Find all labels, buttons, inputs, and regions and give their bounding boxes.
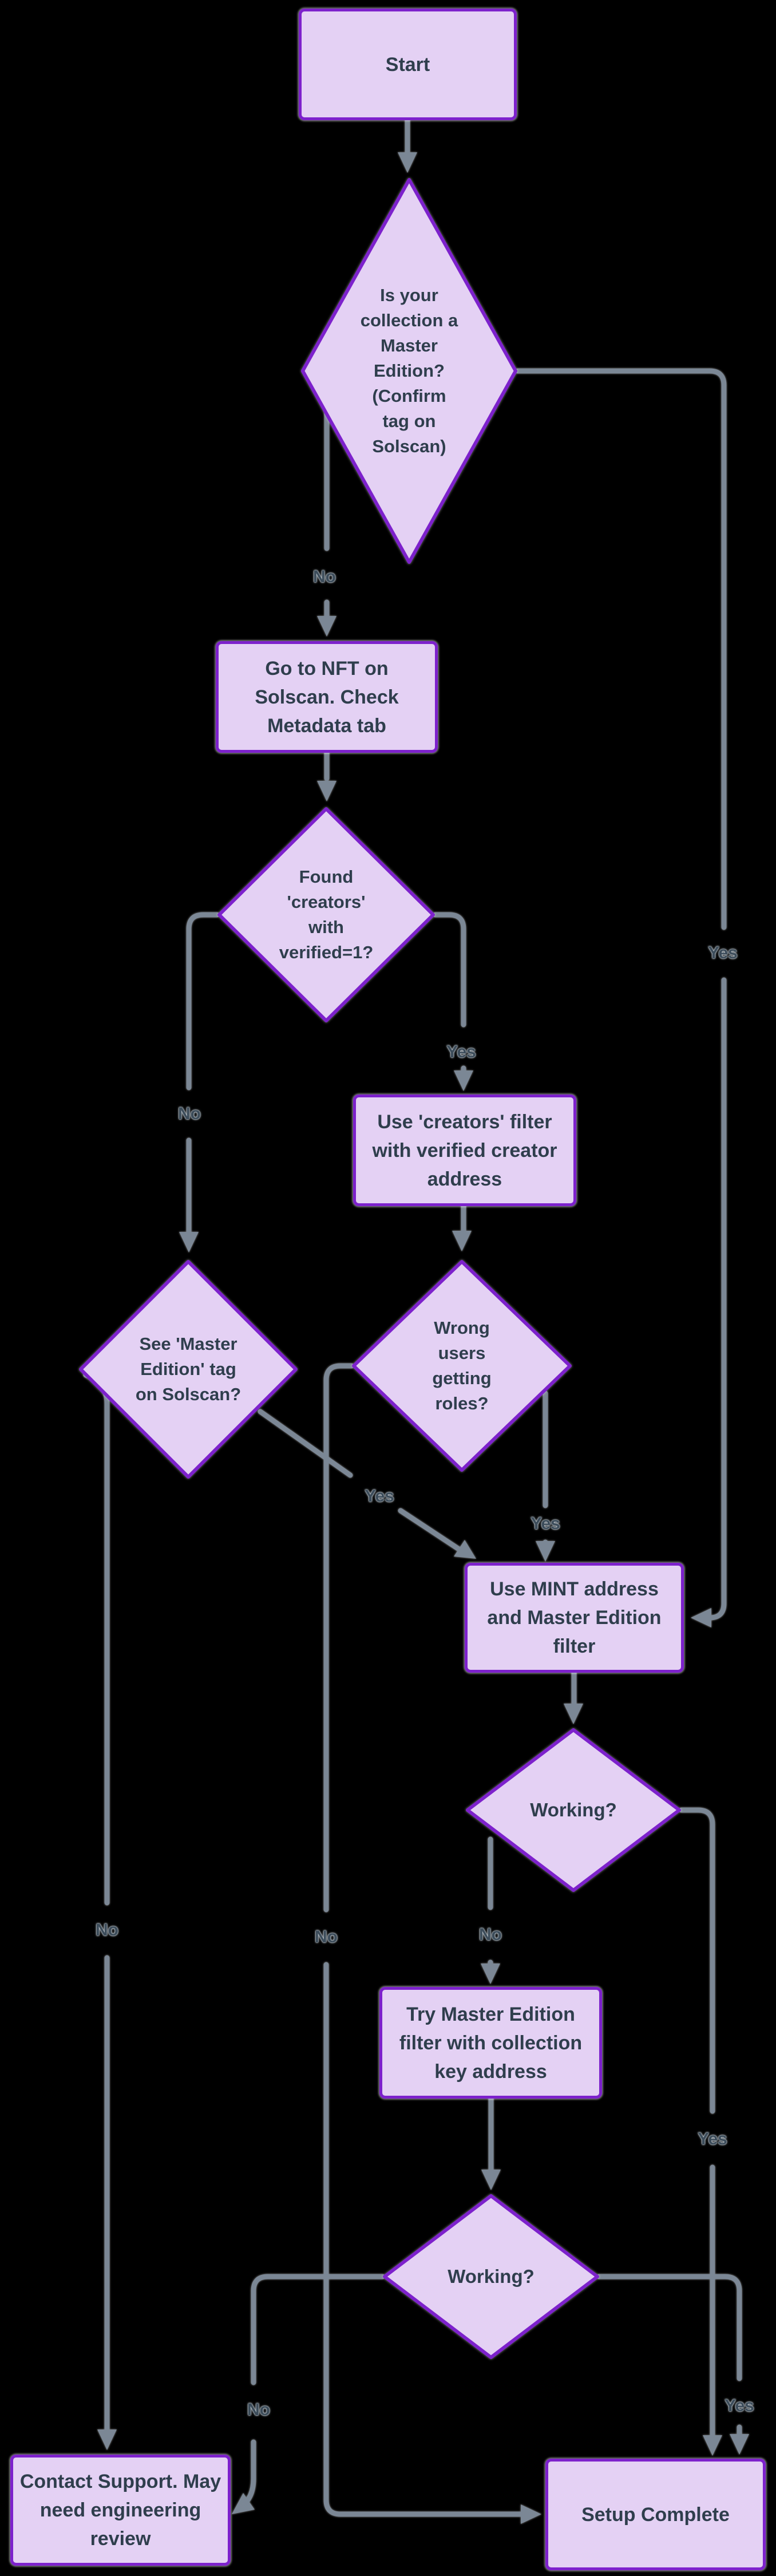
- edge-goto-to-found-creators: [317, 750, 336, 801]
- edge-found-creators-no: [179, 912, 220, 1253]
- edge-label-working1-yes: Yes: [698, 2129, 727, 2148]
- node-found-creators-question-label: Found 'creators' with verified=1?: [279, 867, 374, 962]
- node-use-creators-filter: Use 'creators' filter with verified crea…: [353, 1095, 576, 1206]
- edge-found-creators-yes: [433, 912, 473, 1091]
- edge-label-see-tag-yes: Yes: [365, 1487, 394, 1506]
- node-setup-complete-label: Setup Complete: [581, 2503, 730, 2526]
- edge-master-edition-yes: [515, 368, 727, 1627]
- node-wrong-users-question: Wrong users getting roles?: [351, 1259, 572, 1472]
- edge-try-to-working2: [481, 2096, 501, 2190]
- node-use-creators-filter-label: Use 'creators' filter with verified crea…: [372, 1111, 557, 1190]
- node-see-tag-question: See 'Master Edition' tag on Solscan?: [78, 1259, 298, 1479]
- diamond-shape: [79, 1260, 298, 1479]
- edge-working2-no: [232, 2274, 385, 2514]
- node-try-master-filter-label: Try Master Edition filter with collectio…: [399, 2003, 583, 2083]
- edge-label-see-tag-no: No: [96, 1921, 118, 1939]
- edge-working1-no: [481, 1836, 500, 1984]
- edge-see-tag-no: [83, 1372, 117, 2450]
- node-goto-nft-label: Go to NFT on Solscan. Check Metadata tab: [255, 657, 399, 737]
- node-working2-question: Working?: [382, 2194, 600, 2360]
- edge-label-working2-no: No: [247, 2400, 270, 2419]
- edge-wrong-users-yes: [536, 1390, 555, 1562]
- node-start: Start: [299, 9, 517, 120]
- node-working2-question-label: Working?: [448, 2266, 535, 2287]
- edge-start-to-master-edition: [398, 117, 417, 173]
- node-working1-question: Working?: [465, 1728, 682, 1893]
- edge-creators-to-wrong-users: [452, 1203, 472, 1251]
- node-master-edition-question-label: Is your collection a Master Edition? (Co…: [360, 285, 458, 456]
- edge-master-edition-no: [317, 406, 336, 637]
- edge-label-master-edition-yes: Yes: [708, 943, 738, 962]
- edge-working2-yes: [596, 2274, 749, 2455]
- node-start-label: Start: [385, 53, 430, 76]
- edge-label-wrong-users-no: No: [315, 1927, 338, 1946]
- node-contact-support-label: Contact Support. May need engineering re…: [19, 2471, 221, 2550]
- diamond-shape: [383, 2194, 599, 2359]
- node-try-master-filter: Try Master Edition filter with collectio…: [379, 1987, 602, 2099]
- edge-label-found-creators-no: No: [178, 1104, 201, 1123]
- node-working1-question-label: Working?: [530, 1799, 617, 1820]
- node-found-creators-question: Found 'creators' with verified=1?: [217, 807, 435, 1023]
- edge-label-wrong-users-yes: Yes: [530, 1514, 560, 1533]
- edge-see-tag-yes: [258, 1409, 476, 1559]
- diamond-shape: [301, 178, 517, 564]
- edge-label-working2-yes: Yes: [724, 2396, 754, 2415]
- edge-label-working1-no: No: [479, 1925, 502, 1944]
- node-master-edition-question: Is your collection a Master Edition? (Co…: [300, 177, 518, 564]
- edge-working1-yes: [679, 1807, 722, 2456]
- diamond-shape: [217, 807, 435, 1022]
- node-see-tag-question-label: See 'Master Edition' tag on Solscan?: [135, 1334, 241, 1404]
- node-contact-support: Contact Support. May need engineering re…: [10, 2455, 231, 2566]
- edge-wrong-users-no: [323, 1363, 541, 2524]
- node-use-mint-filter: Use MINT address and Master Edition filt…: [465, 1563, 684, 1673]
- edge-mint-to-working1: [564, 1670, 583, 1724]
- node-wrong-users-question-label: Wrong users getting roles?: [432, 1318, 492, 1413]
- node-goto-nft: Go to NFT on Solscan. Check Metadata tab: [216, 641, 438, 753]
- node-setup-complete: Setup Complete: [545, 2459, 766, 2570]
- edge-label-master-edition-no: No: [313, 567, 336, 586]
- diamond-shape: [352, 1260, 572, 1472]
- diamond-shape: [466, 1728, 681, 1892]
- node-use-mint-filter-label: Use MINT address and Master Edition filt…: [487, 1578, 662, 1657]
- edge-label-found-creators-yes: Yes: [446, 1042, 476, 1061]
